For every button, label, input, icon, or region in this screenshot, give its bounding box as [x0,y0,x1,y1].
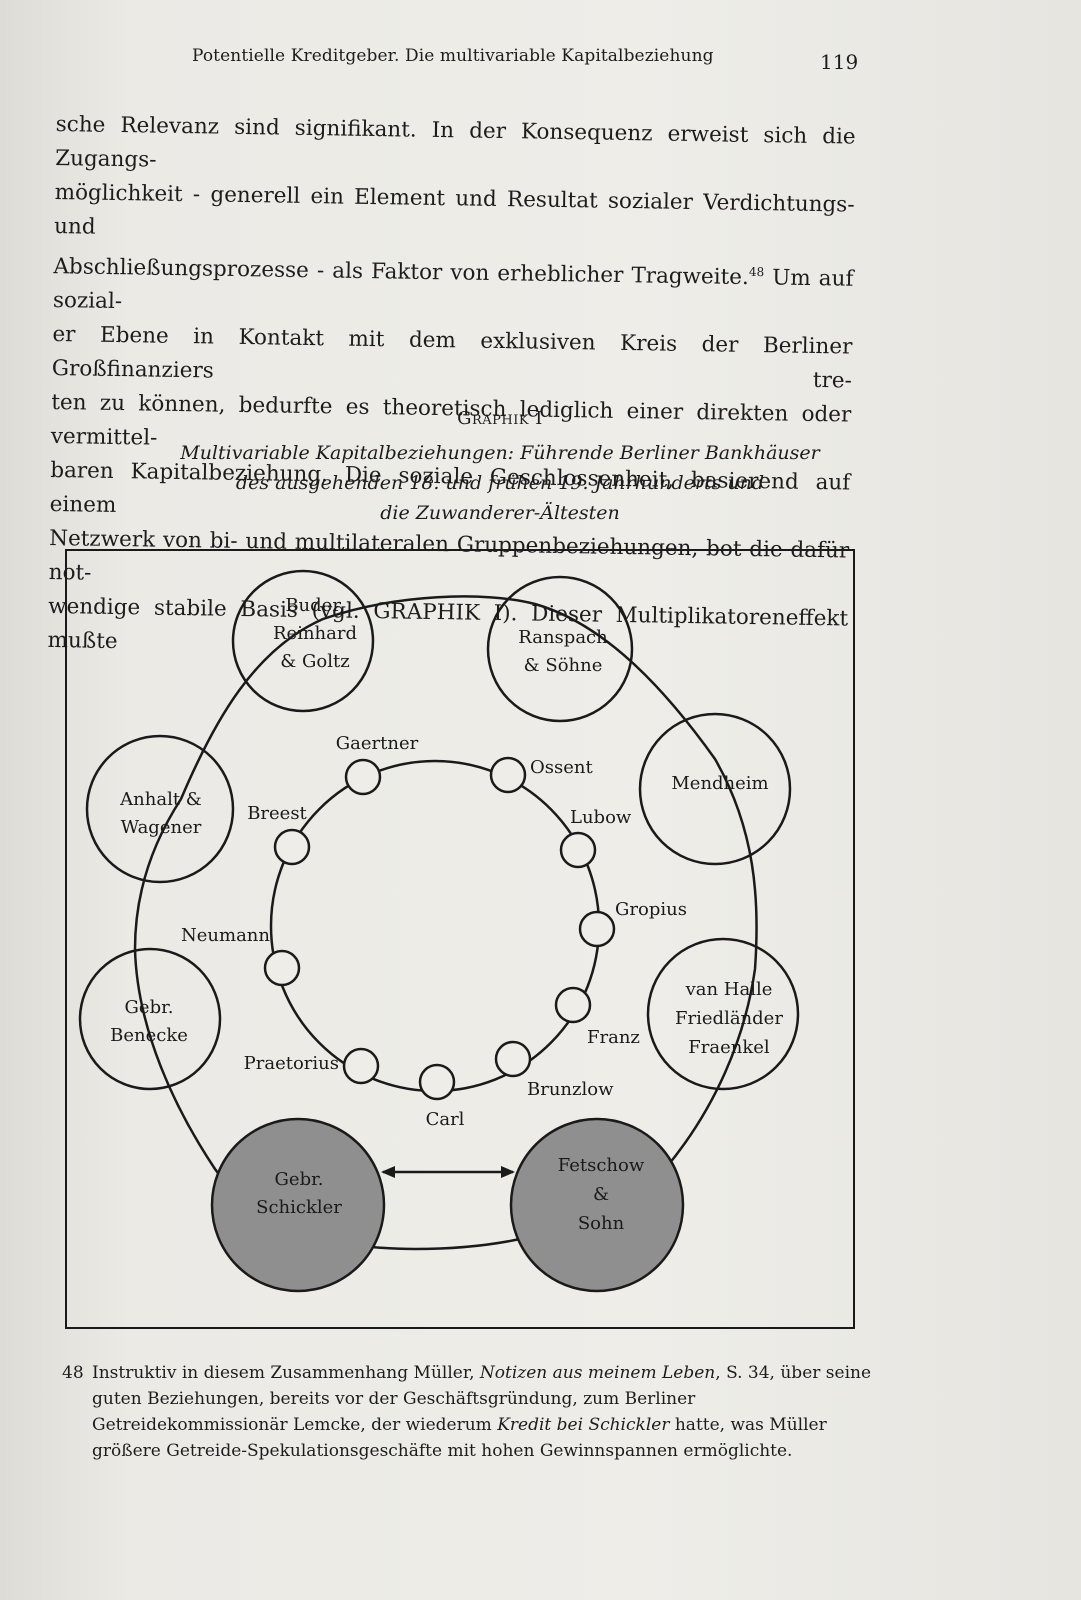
node-mendheim [638,712,792,866]
node-ossent [489,756,527,794]
label-neumann: Neumann [181,925,270,946]
label-anhalt-1: Anhalt & [119,789,202,810]
body-line-text: Abschließungsprozesse - als Faktor von e… [53,254,750,291]
node-ranspach-soehne [486,575,634,723]
network-diagram-svg: Buder, Reinhard & Goltz Ranspach & Söhne… [65,549,855,1329]
footnote-part-italic: Kredit bei Schickler [497,1415,670,1435]
node-fetschow-sohn [509,1117,685,1293]
footnote-reference: 48 [748,264,765,280]
node-buder-reinhard-goltz [231,569,375,713]
node-neumann [263,949,301,987]
label-vanhalle-3: Fraenkel [688,1037,770,1058]
node-gaertner [344,758,382,796]
caption-line: des ausgehenden 18. und frühen 19. Jahrh… [235,472,765,494]
footnote-part-italic: Notizen aus meinem Leben [479,1363,716,1383]
node-anhalt-wagener [85,734,235,884]
label-benecke-1: Gebr. [125,997,174,1018]
running-head: Potentielle Kreditgeber. Die multivariab… [192,46,714,66]
page-number: 119 [820,50,859,74]
label-fetschow-2: & [593,1184,609,1205]
label-ranspach-1: Ranspach [518,627,608,648]
footnote-part: hatte, was Müller größere Getreide-Speku… [92,1415,827,1461]
label-schickler-1: Gebr. [275,1169,324,1190]
caption-line: die Zuwanderer-Ältesten [380,502,620,524]
outer-connection-loop [133,595,758,1251]
footnote-part: , S. 34, über seine guten Beziehungen, b… [92,1363,872,1435]
label-benecke-2: Benecke [110,1025,188,1046]
node-lubow [559,831,597,869]
node-franz [554,986,592,1024]
label-buder-1: Buder, [285,595,344,616]
label-ranspach-2: & Söhne [524,655,603,676]
label-gropius: Gropius [615,899,687,920]
footnote-text: Instruktiv in diesem Zusammenhang Müller… [92,1360,872,1464]
graphic-label: Graphik I [457,408,543,429]
caption-line: Multivariable Kapitalbeziehungen: Führen… [180,442,820,464]
body-line: sche Relevanz sind signifikant. In der K… [55,111,856,173]
footnote-number: 48 [62,1363,84,1383]
body-line: Abschließungsprozesse - als Faktor von e… [53,244,854,331]
graphic-caption: Multivariable Kapitalbeziehungen: Führen… [0,438,1000,528]
label-fetschow-3: Sohn [578,1213,625,1234]
network-diagram: Buder, Reinhard & Goltz Ranspach & Söhne… [65,549,855,1329]
label-fetschow-1: Fetschow [558,1155,645,1176]
node-praetorius [342,1047,380,1085]
node-carl [418,1063,456,1101]
body-line: möglichkeit - generell ein Element und R… [53,179,855,240]
node-gebr-benecke [78,947,222,1091]
node-breest [273,828,311,866]
node-van-halle-friedlaender-fraenkel [646,937,800,1091]
node-gropius [578,910,616,948]
label-praetorius: Praetorius [244,1053,339,1074]
label-carl: Carl [426,1109,465,1130]
label-vanhalle-1: van Halle [685,979,773,1000]
label-vanhalle-2: Friedländer [675,1008,783,1029]
label-franz: Franz [587,1027,640,1048]
diagram-frame-border [65,549,855,1329]
inner-elders-ring [269,759,601,1093]
footnote-part: Instruktiv in diesem Zusammenhang Müller… [92,1363,480,1383]
label-ossent: Ossent [530,757,593,778]
node-gebr-schickler [210,1117,386,1293]
label-mendheim: Mendheim [671,773,768,794]
label-buder-3: & Goltz [280,651,349,672]
node-brunzlow [494,1040,532,1078]
footnote: 48 Instruktiv in diesem Zusammenhang Mül… [62,1360,872,1464]
label-buder-2: Reinhard [273,623,357,644]
label-anhalt-2: Wagener [121,817,202,838]
label-brunzlow: Brunzlow [527,1079,614,1100]
label-lubow: Lubow [570,807,632,828]
body-line: er Ebene in Kontakt mit dem exklusiven K… [51,322,853,394]
label-gaertner: Gaertner [336,733,419,754]
label-breest: Breest [247,803,307,824]
label-schickler-2: Schickler [256,1197,342,1218]
